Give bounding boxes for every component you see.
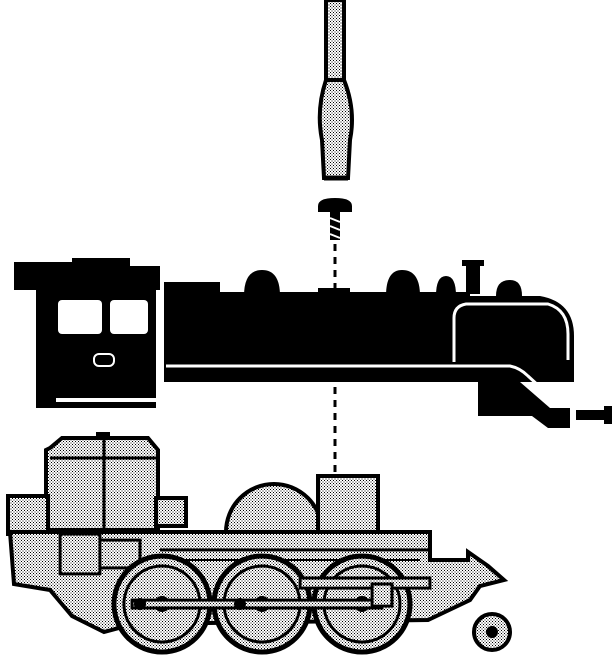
locomotive-chassis-icon	[8, 432, 510, 652]
pony-wheel	[474, 614, 510, 650]
screw-icon	[318, 198, 352, 240]
locomotive-shell-icon	[14, 258, 612, 428]
screwdriver-icon	[320, 0, 352, 178]
